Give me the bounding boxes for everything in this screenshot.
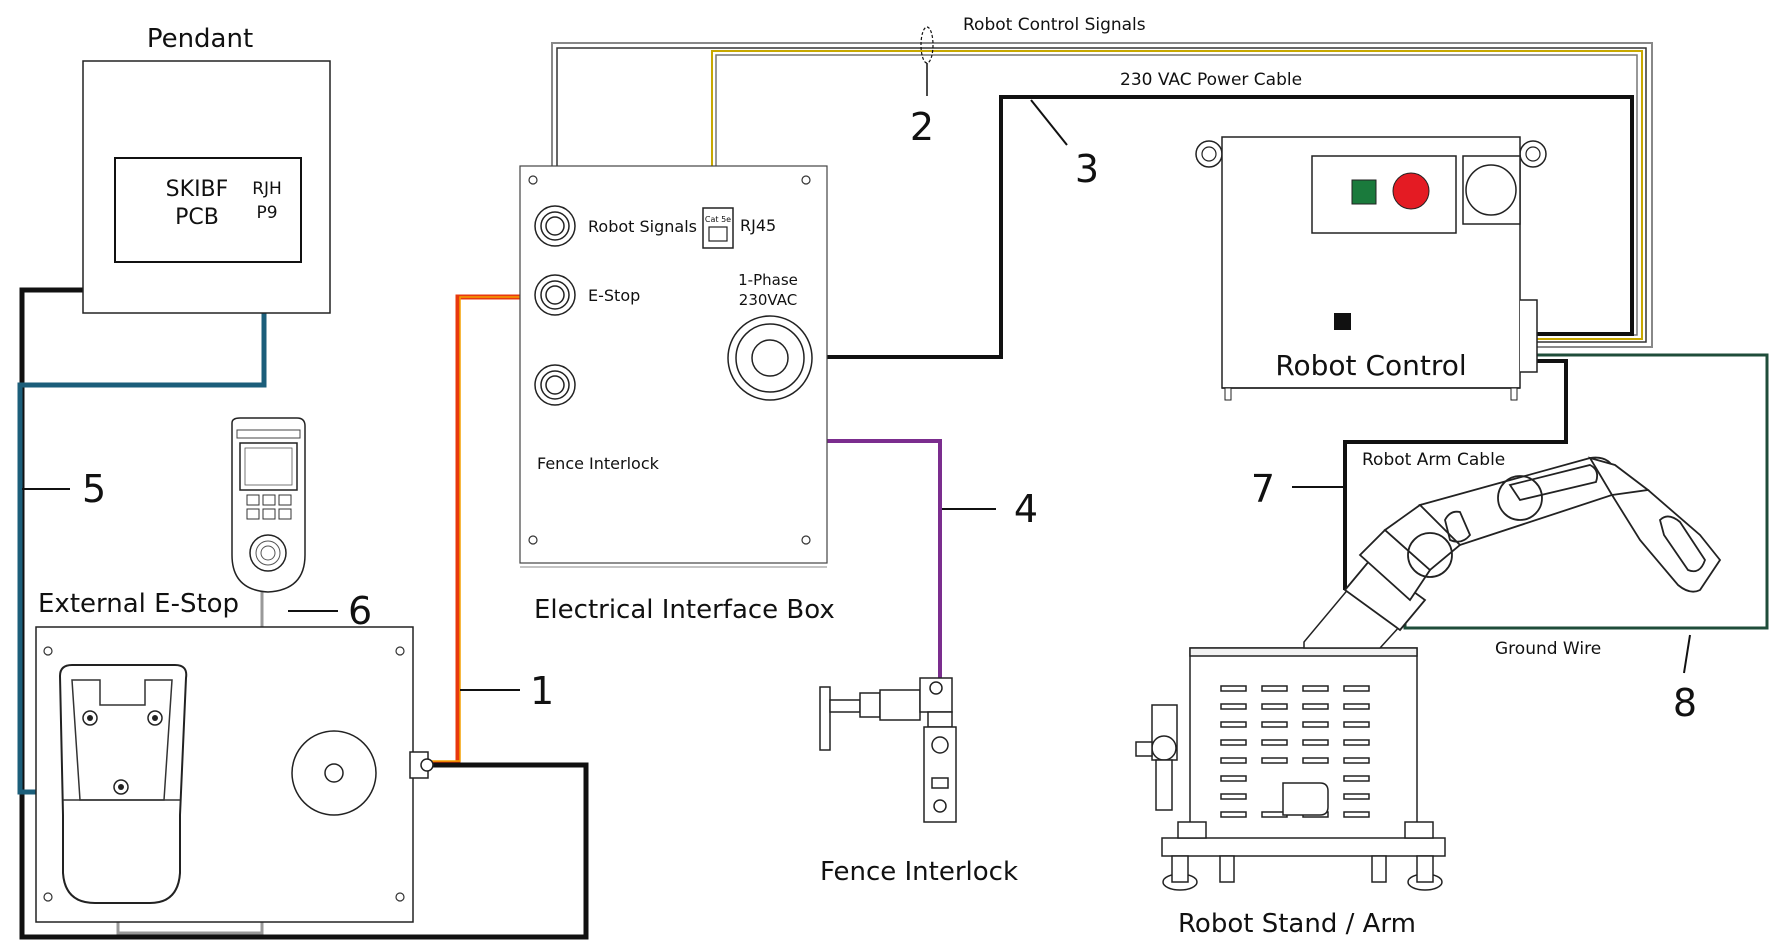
rj45-jack-label: Cat 5e xyxy=(705,215,731,224)
estop-black-loop xyxy=(19,287,589,940)
robot-arm-cable xyxy=(1343,359,1568,590)
power-cable xyxy=(803,95,1634,359)
fence-interlock-device xyxy=(819,677,957,823)
number-8: 8 xyxy=(1673,681,1697,725)
power-inlet xyxy=(727,315,813,401)
electrical-interface-box-title: Electrical Interface Box xyxy=(534,595,835,625)
green-start-button xyxy=(1351,179,1377,205)
number-3: 3 xyxy=(1075,147,1099,191)
red-stop-button xyxy=(1392,172,1430,210)
robot-signals-label: Robot Signals xyxy=(588,217,697,236)
pcb-name-line2: PCB xyxy=(175,205,219,230)
pcb-connector-line1: RJH xyxy=(252,179,282,199)
robot-stand-arm-title: Robot Stand / Arm xyxy=(1178,909,1416,939)
rj45-port: Cat 5e xyxy=(702,207,734,249)
pcb-name-line1: SKIBF xyxy=(166,177,229,202)
estop-button-cap xyxy=(291,730,377,816)
pendant-holster xyxy=(58,664,188,904)
indicator-square xyxy=(1334,313,1351,330)
estop-panel-screws xyxy=(43,646,405,902)
estop-cable xyxy=(427,294,535,766)
fence-interlock-port-label: Fence Interlock xyxy=(537,454,660,473)
fence-interlock-title: Fence Interlock xyxy=(820,857,1018,887)
fence-interlock-port xyxy=(534,364,576,406)
phase-label-line1: 1-Phase xyxy=(738,271,798,289)
power-cable-label: 230 VAC Power Cable xyxy=(1120,70,1302,90)
number-4: 4 xyxy=(1014,487,1038,531)
estop-port xyxy=(534,274,576,316)
number-2: 2 xyxy=(910,105,934,149)
robot-arm xyxy=(1343,456,1722,632)
interface-box-screws xyxy=(528,175,811,545)
robot-signals-port xyxy=(534,205,576,247)
pcb-board xyxy=(114,157,302,263)
rj45-label: RJ45 xyxy=(740,216,776,235)
number-7: 7 xyxy=(1251,467,1275,511)
handheld-pendant xyxy=(231,417,306,593)
robot-arm-cable-label: Robot Arm Cable xyxy=(1362,450,1505,470)
estop-connector xyxy=(409,751,434,779)
external-estop-title: External E-Stop xyxy=(38,589,239,619)
number-5: 5 xyxy=(82,467,106,511)
number-6: 6 xyxy=(348,589,372,633)
robot-stand xyxy=(1135,573,1446,891)
phase-label-line2: 230VAC xyxy=(739,291,797,309)
pendant-cable xyxy=(17,230,267,795)
robot-control-title: Robot Control xyxy=(1275,349,1466,382)
signal-bundle-marker xyxy=(920,26,934,64)
ground-wire-label: Ground Wire xyxy=(1495,639,1601,659)
estop-port-label: E-Stop xyxy=(588,286,640,305)
robot-control-cabinet xyxy=(1195,136,1547,401)
pcb-connector-line2: P9 xyxy=(256,203,277,223)
robot-control-signals-label: Robot Control Signals xyxy=(963,15,1146,35)
number-1: 1 xyxy=(530,669,554,713)
electrical-interface-box xyxy=(519,165,828,564)
pendant-title: Pendant xyxy=(147,24,253,54)
